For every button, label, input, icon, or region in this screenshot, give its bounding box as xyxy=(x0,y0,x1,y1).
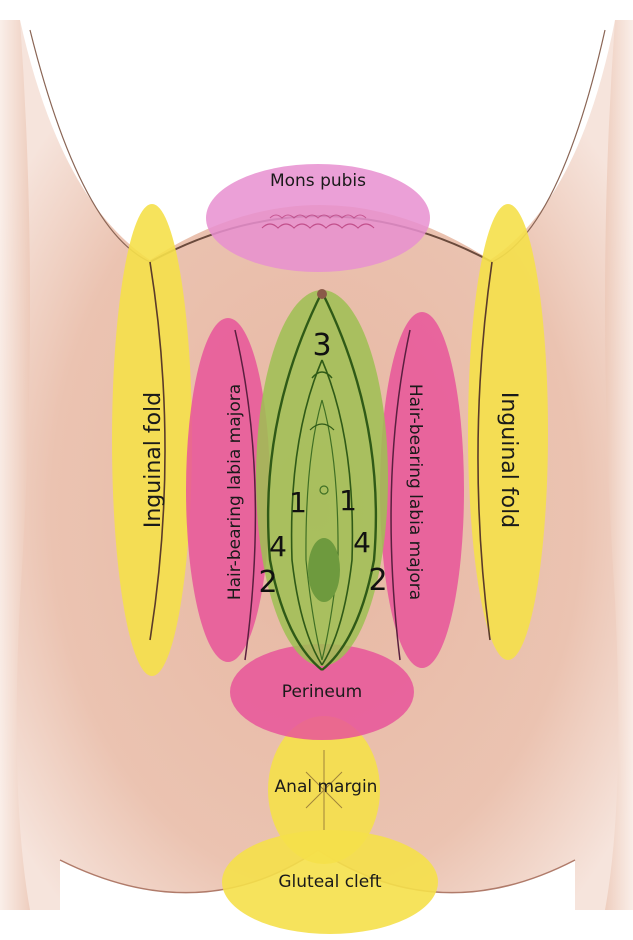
mons-pubis-region: Mons pubis xyxy=(206,164,430,272)
number-2-right: 2 xyxy=(368,563,387,598)
number-1-left: 1 xyxy=(289,486,307,519)
labia-majora-right-label: Hair-bearing labia majora xyxy=(405,384,425,600)
gluteal-cleft-label: Gluteal cleft xyxy=(278,872,382,892)
inguinal-fold-left-label: Inguinal fold xyxy=(141,392,166,528)
inguinal-fold-left-region: Inguinal fold xyxy=(112,204,192,676)
perineum-label: Perineum xyxy=(282,682,362,702)
inguinal-fold-right-region: Inguinal fold xyxy=(468,204,548,660)
number-4-left: 4 xyxy=(269,530,287,563)
mons-pubis-label: Mons pubis xyxy=(270,171,366,191)
labia-majora-left-label: Hair-bearing labia majora xyxy=(225,384,245,600)
number-3-top: 3 xyxy=(312,328,331,363)
number-1-right: 1 xyxy=(339,484,357,517)
number-4-right: 4 xyxy=(353,526,371,559)
labia-majora-right-region: Hair-bearing labia majora xyxy=(380,312,464,668)
inguinal-fold-right-label: Inguinal fold xyxy=(496,392,521,528)
number-2-left: 2 xyxy=(258,565,277,600)
anal-margin-label: Anal margin xyxy=(275,777,378,797)
